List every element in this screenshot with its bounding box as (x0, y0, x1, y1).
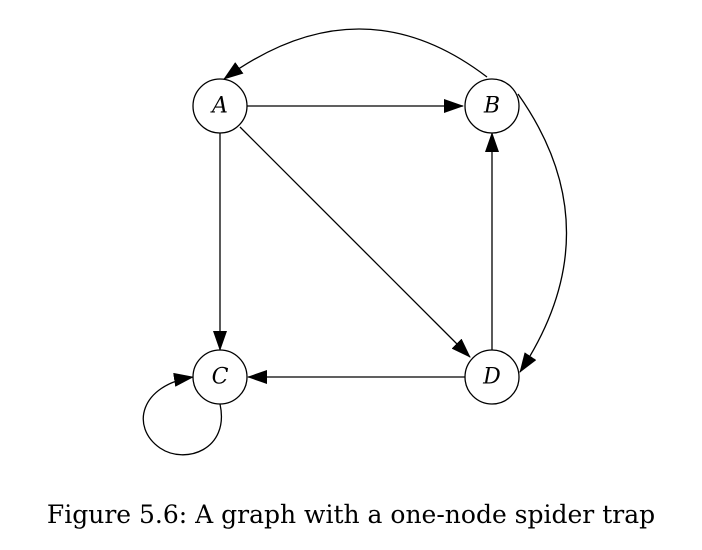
node-d-label: D (482, 365, 501, 390)
node-a: A (192, 78, 248, 134)
node-c-circle (192, 349, 248, 405)
node-d-circle (464, 349, 520, 405)
node-a-label: A (210, 94, 228, 119)
edge-b-to-d (517, 93, 568, 373)
node-c: C (192, 349, 248, 405)
node-b: B (464, 78, 520, 134)
edge-a-to-d (239, 126, 471, 358)
graph-diagram: A B C D (142, 28, 568, 456)
figure-caption: Figure 5.6: A graph with a one-node spid… (46, 500, 656, 529)
edge-c-to-c (142, 372, 223, 456)
node-a-circle (192, 78, 248, 134)
edge-b-to-a (223, 28, 488, 80)
edges (142, 28, 568, 456)
node-b-label: B (483, 94, 500, 119)
node-b-circle (464, 78, 520, 134)
node-c-label: C (212, 365, 229, 390)
node-d: D (464, 349, 520, 405)
